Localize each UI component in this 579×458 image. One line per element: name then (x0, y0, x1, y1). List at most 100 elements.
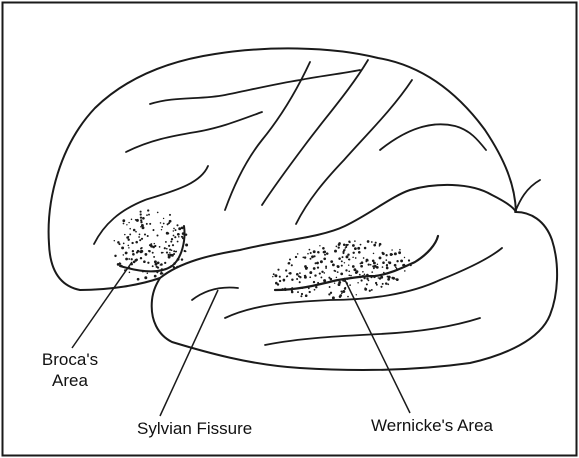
stipple-dot (304, 275, 306, 277)
stipple-dot (185, 234, 187, 236)
stipple-dot (177, 241, 179, 243)
central-sulcus (262, 60, 368, 205)
broca-leader-line (72, 262, 132, 348)
stipple-dot (176, 266, 178, 268)
stipple-dot (329, 286, 331, 288)
stipple-dot (367, 240, 370, 243)
stipple-dot (144, 233, 146, 235)
stipple-dot (376, 284, 378, 286)
stipple-dot (360, 244, 362, 246)
stipple-dot (122, 219, 125, 222)
stipple-dot (336, 277, 338, 279)
stipple-dot (340, 273, 343, 276)
stipple-dot (155, 263, 158, 266)
precentral-sulcus (225, 62, 310, 210)
stipple-dot (142, 217, 145, 220)
stipple-dot (379, 243, 382, 246)
broca-label-line2: Area (33, 370, 107, 391)
stipple-dot (119, 262, 121, 264)
stipple-dot (176, 224, 178, 226)
wernicke-leader-line (344, 278, 410, 413)
stipple-dot (296, 273, 299, 276)
stipple-dot (291, 278, 293, 280)
stipple-dot (160, 222, 162, 224)
stipple-dot (114, 255, 116, 257)
stipple-dot (159, 246, 161, 248)
stipple-dot (147, 235, 149, 237)
stipple-dot (334, 250, 337, 253)
stipple-dot (139, 234, 141, 236)
stipple-dot (341, 293, 343, 295)
stipple-dot (173, 235, 175, 237)
stipple-dot (347, 296, 349, 298)
stipple-dot (338, 257, 341, 260)
stipple-dot (345, 246, 347, 248)
stipple-dot (135, 231, 137, 233)
stipple-dot (132, 253, 135, 256)
stipple-dot (337, 271, 339, 273)
stipple-dot (366, 283, 368, 285)
stipple-dot (169, 220, 172, 223)
stipple-dot (373, 253, 375, 255)
stipple-dot (295, 256, 297, 258)
stipple-dot (121, 246, 124, 249)
stipple-dot (356, 294, 357, 295)
stipple-dot (169, 252, 171, 254)
stipple-dot (140, 226, 141, 227)
stipple-dot (163, 223, 165, 225)
stipple-dot (148, 250, 150, 252)
stipple-dot (321, 271, 323, 273)
stipple-dot (152, 265, 154, 267)
stipple-dot (140, 216, 142, 218)
stipple-dot (325, 266, 327, 268)
stipple-dot (366, 274, 369, 277)
stipple-dot (314, 289, 316, 291)
stipple-dot (404, 257, 405, 258)
stipple-dot (373, 276, 376, 279)
stipple-dot (117, 241, 120, 244)
stipple-dot (175, 251, 176, 252)
stipple-dot (132, 250, 134, 252)
stipple-dot (273, 273, 275, 275)
stipple-dot (377, 263, 379, 265)
stipple-dot (341, 260, 343, 262)
stipple-dot (141, 238, 143, 240)
stipple-dot (404, 270, 406, 272)
stipple-dot (127, 245, 129, 247)
stipple-dot (307, 253, 309, 255)
stipple-dot (124, 234, 125, 235)
stipple-dot (279, 276, 281, 278)
stipple-dot (164, 247, 166, 249)
stipple-dot (140, 250, 143, 253)
stipple-dot (166, 232, 169, 235)
stipple-dot (181, 227, 183, 229)
stipple-dot (371, 271, 373, 273)
stipple-dot (147, 209, 149, 211)
stipple-dot (129, 272, 131, 274)
stipple-dot (156, 271, 158, 273)
stipple-dot (347, 244, 349, 246)
stipple-dot (373, 244, 376, 247)
stipple-dot (147, 273, 149, 275)
stipple-dot (274, 274, 277, 277)
stipple-dot (128, 258, 130, 260)
stipple-dot (337, 265, 339, 267)
stipple-dot (120, 265, 123, 268)
stipple-dot (310, 258, 312, 260)
parietal-sulcus (380, 124, 486, 150)
stipple-dot (332, 263, 335, 266)
stipple-dot (128, 236, 130, 238)
stipple-dot (125, 252, 127, 254)
stipple-dot (320, 276, 322, 278)
stipple-dot (386, 267, 389, 270)
stipple-dot (317, 251, 319, 253)
stipple-dot (299, 272, 301, 274)
stipple-dot (175, 229, 177, 231)
stipple-dot (133, 261, 136, 264)
stipple-dot (338, 283, 341, 286)
stipple-dot (185, 244, 188, 247)
stipple-dot (338, 242, 341, 245)
stipple-dot (358, 251, 361, 254)
stipple-dot (394, 252, 397, 255)
stipple-dot (309, 249, 311, 251)
